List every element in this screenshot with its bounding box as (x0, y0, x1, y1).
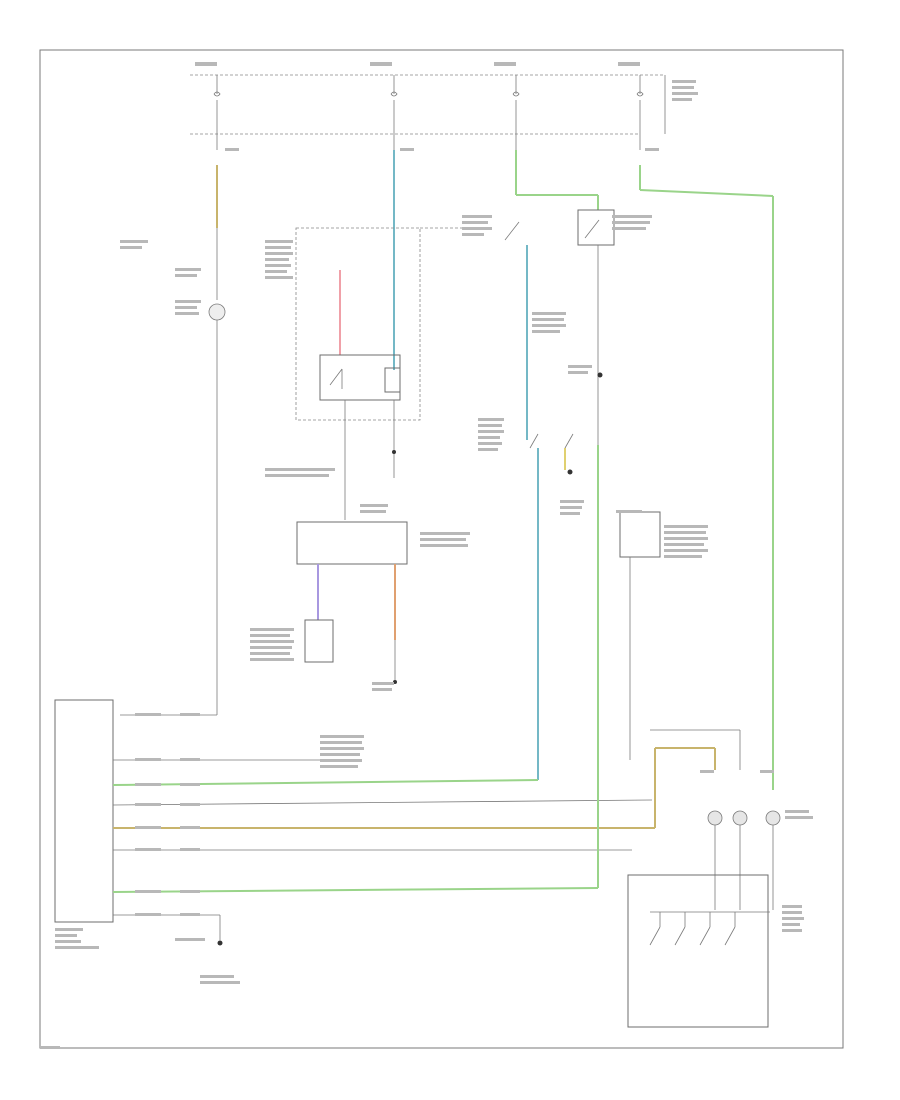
connector-3 (765, 810, 781, 826)
ground-dot-5 (217, 940, 223, 946)
ground-dot-1 (392, 450, 396, 454)
speed-control-module (296, 521, 408, 565)
relay-box (295, 227, 421, 421)
connector-2 (732, 810, 748, 826)
switch-assembly-box (627, 874, 769, 1028)
pcm-module (54, 699, 114, 923)
lamp-left (208, 303, 226, 321)
relay-switch-box (319, 354, 401, 401)
brake-switch-3 (564, 433, 574, 449)
diagram-frame (39, 49, 844, 1049)
wire-green-right-h (639, 189, 774, 197)
connector-1 (707, 810, 723, 826)
fuse-2 (390, 75, 398, 150)
fuse-4 (636, 75, 644, 150)
switch-box-right (577, 209, 615, 246)
brake-switch-contact (504, 221, 520, 241)
label-blocks (40, 62, 813, 1049)
ground-dot-4 (597, 372, 603, 378)
switch-contacts (649, 912, 736, 946)
wire-pin-4 (112, 799, 653, 806)
switch-right-contact (584, 219, 600, 239)
fuse-3 (512, 75, 520, 150)
ground-dot-3 (567, 469, 573, 475)
fuse-1 (213, 75, 221, 150)
actuator-box (304, 619, 334, 663)
relay-contact (329, 368, 343, 389)
brake-switch-2 (529, 433, 539, 449)
wire-pin-3 (112, 779, 539, 786)
fuse-box-right (619, 511, 661, 558)
relay-coil (384, 367, 401, 393)
